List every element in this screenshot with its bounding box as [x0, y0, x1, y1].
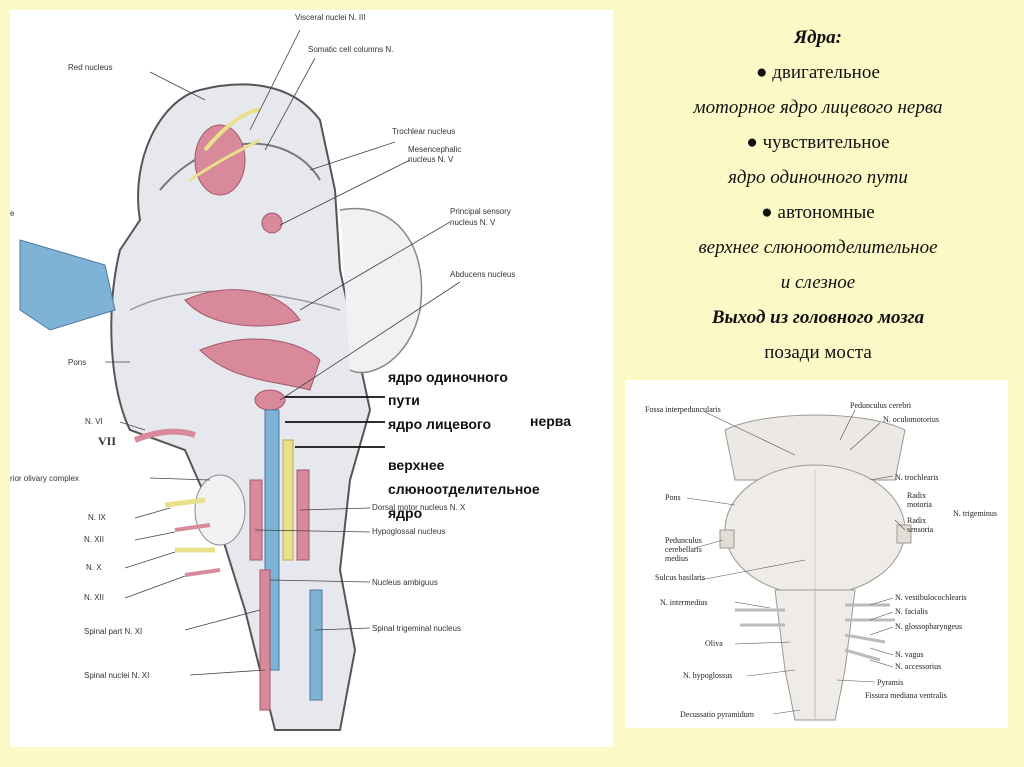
label-pons-right: Pons — [665, 493, 681, 502]
label-radix-sensoria-1: Radix — [907, 516, 926, 525]
label-vii: VII — [98, 434, 116, 448]
brainstem-nuclei-illustration: Visceral nuclei N. III Somatic cell colu… — [10, 13, 571, 731]
label-fossa: Fossa interpeduncularis — [645, 405, 721, 414]
trigeminal-root — [19, 239, 116, 331]
label-trigeminus: N. trigeminus — [953, 509, 997, 518]
label-mesencephalic-2: nucleus N. V — [408, 155, 454, 164]
label-edge-e: e — [10, 209, 15, 218]
label-n-xii-a: N. XII — [84, 535, 104, 544]
ru-salivary-3: ядро — [388, 505, 422, 521]
label-n-x: N. X — [86, 563, 102, 572]
hypoglossal-column — [249, 479, 263, 561]
notes-autonomic-detail-2: и слезное — [780, 272, 856, 293]
label-n-ix: N. IX — [88, 513, 106, 522]
label-vestibulo: N. vestibulocochlearis — [895, 593, 967, 602]
label-sulcus: Sulcus basilaris — [655, 573, 705, 582]
notes-exit-title: Выход из головного мозга — [711, 307, 925, 328]
label-n-xii-b: N. XII — [84, 593, 104, 602]
notes-title: Ядра: — [794, 27, 842, 48]
label-ambiguus: Nucleus ambiguus — [372, 578, 438, 587]
notes-motor-bullet: ● двигательное — [756, 62, 880, 83]
label-decussatio: Decussatio pyramidum — [680, 710, 755, 719]
ru-facial-1: ядро лицевого — [388, 416, 491, 432]
label-pons: Pons — [68, 358, 86, 367]
label-accessorius: N. accessorius — [895, 662, 941, 671]
ru-solitary-2: пути — [388, 392, 420, 408]
label-principal-2: nucleus N. V — [450, 218, 496, 227]
label-somatic-columns: Somatic cell columns N. — [308, 45, 393, 54]
label-ped-cereb-3: medius — [665, 554, 688, 563]
label-spinal-part: Spinal part N. XI — [84, 627, 142, 636]
trochlear-nucleus — [261, 212, 283, 234]
label-facialis: N. facialis — [895, 607, 928, 616]
label-ped-cereb-2: cerebellaris — [665, 545, 702, 554]
ru-salivary-2: слюноотделительное — [388, 481, 540, 497]
nuclei-notes: Ядра: ● двигательное моторное ядро лицев… — [618, 20, 1018, 370]
label-oculomotorius: N. oculomotorius — [883, 415, 939, 424]
notes-motor-detail: моторное ядро лицевого нерва — [693, 97, 943, 118]
label-visceral-nuclei: Visceral nuclei N. III — [295, 13, 366, 22]
ru-salivary-1: верхнее — [388, 457, 445, 473]
notes-autonomic-bullet: ● автономные — [761, 202, 875, 223]
label-spinal-trigeminal: Spinal trigeminal nucleus — [372, 624, 461, 633]
label-hypoglossal: Hypoglossal nucleus — [372, 527, 445, 536]
label-ped-cereb-1: Pedunculus — [665, 536, 702, 545]
label-principal-1: Principal sensory — [450, 207, 511, 216]
solitary-column — [282, 439, 294, 561]
notes-sensory-detail: ядро одиночного пути — [728, 167, 908, 188]
label-intermedius: N. intermedius — [660, 598, 708, 607]
ventral-brainstem-diagram: Fossa interpeduncularis Pedunculus cereb… — [625, 380, 1008, 728]
pedunculus-cerebri — [724, 414, 906, 481]
label-abducens-nucleus: Abducens nucleus — [450, 270, 515, 279]
label-pedunculus-cerebri: Pedunculus cerebri — [850, 401, 912, 410]
label-mesencephalic-1: Mesencephalic — [408, 145, 461, 154]
label-n-vi: N. VI — [85, 417, 103, 426]
notes-autonomic-detail-1: верхнее слюноотделительное — [698, 237, 938, 258]
ru-facial-2: нерва — [530, 413, 571, 429]
notes-exit-detail: позади моста — [764, 342, 872, 363]
label-oliva: Oliva — [705, 639, 723, 648]
dorsal-motor-column — [296, 469, 310, 561]
ventral-brainstem-illustration: Fossa interpeduncularis Pedunculus cereb… — [645, 401, 997, 721]
label-pyramis: Pyramis — [877, 678, 903, 687]
trigeminal-nucleus — [184, 289, 301, 327]
label-radix-motoria-2: motoria — [907, 500, 932, 509]
label-vagus: N. vagus — [895, 650, 923, 659]
label-glosso: N. glossopharyngeus — [895, 622, 962, 631]
label-radix-sensoria-2: sensoria — [907, 525, 934, 534]
label-fissura: Fissura mediana ventralis — [865, 691, 947, 700]
ru-solitary-1: ядро одиночного — [388, 369, 508, 385]
brainstem-outline — [110, 83, 372, 731]
label-trochlearis: N. trochlearis — [895, 473, 939, 482]
label-olivary-complex: rior olivary complex — [10, 474, 79, 483]
notes-sensory-bullet: ● чувствительное — [746, 132, 890, 153]
label-hypoglossus: N. hypoglossus — [683, 671, 732, 680]
brainstem-nuclei-diagram: Visceral nuclei N. III Somatic cell colu… — [10, 10, 613, 747]
label-spinal-nuclei: Spinal nuclei N. XI — [84, 671, 149, 680]
label-trochlear-nucleus: Trochlear nucleus — [392, 127, 455, 136]
label-radix-motoria-1: Radix — [907, 491, 926, 500]
label-dorsal-motor: Dorsal motor nucleus N. X — [372, 503, 466, 512]
label-red-nucleus: Red nucleus — [68, 63, 112, 72]
